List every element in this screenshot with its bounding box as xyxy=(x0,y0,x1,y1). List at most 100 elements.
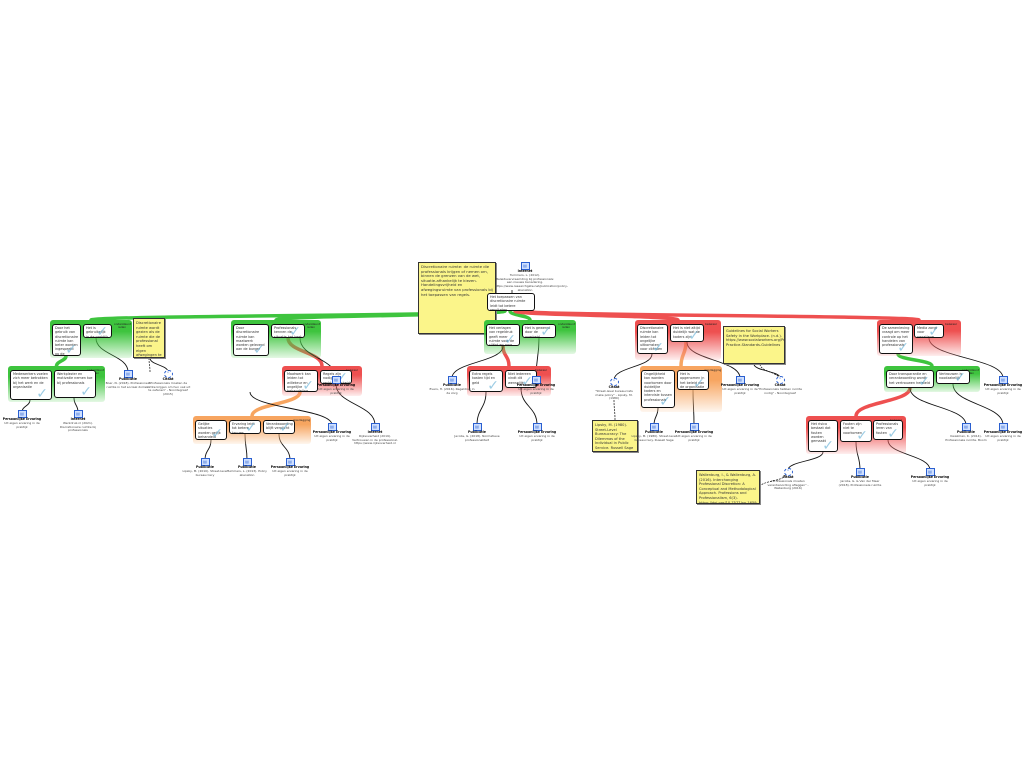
source-text: Uit eigen ervaring in de praktijk xyxy=(272,468,308,477)
main-claim[interactable]: Het toepassen van discretionaire ruimte … xyxy=(487,293,535,311)
quote-icon: " xyxy=(775,376,785,384)
claim-text: Ongelijkheid kan worden voorkomen door d… xyxy=(644,372,672,402)
claim-text: Werkplezier en motivatie nemen toe bij p… xyxy=(57,372,93,385)
claim-box[interactable]: Medewerkers voelen zich meer betrokken b… xyxy=(10,370,52,400)
group-tag: weerlegging xyxy=(293,418,311,422)
claim-box[interactable]: Het risico bestaat dat fouten worden gem… xyxy=(808,420,838,452)
claim-text: Verantwoording blijft verplicht xyxy=(266,422,293,431)
claim-box[interactable]: Fouten zijn niet te voorkomen✓ xyxy=(840,420,872,442)
claim-box[interactable]: Discretionaire ruimte kan leiden tot ong… xyxy=(637,324,668,354)
check-icon: ✓ xyxy=(856,428,868,442)
claim-box[interactable]: Door het gebruik van discretionaire ruim… xyxy=(52,324,81,356)
claim-box[interactable]: Professionals kennen de situatie het bes… xyxy=(271,324,305,338)
book-icon: ▤ xyxy=(855,468,865,476)
quote-icon: " xyxy=(163,370,173,378)
claim-box[interactable]: Door discretionaire ruimte kan maatwerk … xyxy=(233,324,269,356)
claim-box[interactable]: Het is gebruikelijk in de praktijk✓ xyxy=(83,324,112,338)
claim-text: Door transparantie en verantwoording wor… xyxy=(889,372,930,385)
claim-box[interactable]: Verantwoording blijft verplicht✓ xyxy=(263,420,295,434)
claim-box[interactable]: Maatwerk kan leiden tot willekeur en ong… xyxy=(284,370,318,392)
claim-box[interactable]: Media zorgt voor negatieve beeldvorming✓ xyxy=(914,324,944,338)
claim-text: Ervaring leidt tot betere keuzes xyxy=(232,422,255,434)
source-text: Uit eigen ervaring in de praktijk xyxy=(722,386,758,395)
source-type: Publicatie xyxy=(851,475,869,479)
claim-text: Door het gebruik van discretionaire ruim… xyxy=(55,326,79,356)
connector xyxy=(759,474,786,488)
claim-text: Professionals kennen de situatie het bes… xyxy=(274,326,302,338)
annotation-note: Lipsky, M. (1980). Street-Level Bureaucr… xyxy=(592,420,638,452)
claim-box[interactable]: Niet iedereen vindt dit wenselijk✓ xyxy=(505,370,537,388)
claim-box[interactable]: Het is niet altijd duidelijk wat de kade… xyxy=(670,324,704,342)
claim-text: Maatwerk kan leiden tot willekeur en ong… xyxy=(287,372,311,392)
claim-box[interactable]: Werkplezier en motivatie nemen toe bij p… xyxy=(54,370,96,398)
source-type: Publicatie xyxy=(645,430,663,434)
person-icon: ▤ xyxy=(998,423,1008,431)
person-icon: ▤ xyxy=(531,376,541,384)
claim-box[interactable]: Het is opgenomen in het beleid van de or… xyxy=(677,370,709,390)
evidence-source[interactable]: "Citaat"Professionals hebben ruimte nodi… xyxy=(757,376,803,395)
book-icon: ▤ xyxy=(123,370,133,378)
group-tag: ondersteunt reden xyxy=(558,322,576,330)
source-text: Tummers, L. (2013). Policy alienation xyxy=(227,468,267,477)
evidence-source[interactable]: "Citaat"Street-level bureaucrats make po… xyxy=(591,378,637,401)
globe-icon: ▤ xyxy=(370,423,380,431)
check-icon: ✓ xyxy=(302,378,314,392)
claim-box[interactable]: Extra regels kosten tijd en geld✓ xyxy=(469,370,503,392)
claim-box[interactable]: Ongelijkheid kan worden voorkomen door d… xyxy=(641,370,675,408)
source-type: Publicatie xyxy=(468,430,486,434)
claim-box[interactable]: Gelijke situaties worden gelijk behandel… xyxy=(195,420,227,440)
evidence-source[interactable]: "Citaat"Professionals moeten verantwoord… xyxy=(765,468,811,491)
claim-text: Door discretionaire ruimte kan maatwerk … xyxy=(236,326,265,352)
book-icon: ▤ xyxy=(649,423,659,431)
person-icon: ▤ xyxy=(925,468,935,476)
source-type: Persoonlijke Ervaring xyxy=(316,383,356,387)
source-text: Kwakman, K. (2014). Professionele ruimte… xyxy=(945,433,987,442)
claim-box[interactable]: Door transparantie en verantwoording wor… xyxy=(886,370,934,388)
group-tag: bezwaar xyxy=(346,368,358,372)
claim-box[interactable]: Professionals leren van fouten✓ xyxy=(873,420,903,440)
check-icon: ✓ xyxy=(897,340,909,354)
evidence-source[interactable]: "Citaat"Professionals moeten de ruimte k… xyxy=(145,370,191,397)
source-type: Persoonlijke Ervaring xyxy=(983,383,1023,387)
claim-box[interactable]: Het is gewenst door de overheid✓ xyxy=(522,324,556,338)
source-text: Uit eigen ervaring in de praktijk xyxy=(4,420,40,429)
claim-text: Vertrouwen is noodzakelijk xyxy=(939,372,963,381)
source-type: Persoonlijke Ervaring xyxy=(270,465,310,469)
claim-text: Het is gebruikelijk in de praktijk xyxy=(86,326,109,338)
claim-box[interactable]: Ervaring leidt tot betere keuzes✓ xyxy=(229,420,261,434)
check-icon: ✓ xyxy=(928,324,940,338)
person-icon: ▤ xyxy=(689,423,699,431)
note-top: Discretionaire ruimte: de ruimte die pro… xyxy=(418,262,496,334)
check-icon: ✓ xyxy=(96,324,108,338)
check-icon: ✓ xyxy=(279,420,291,434)
claim-box[interactable]: Vertrouwen is noodzakelijk✓ xyxy=(936,370,970,384)
source-text: Tummers, L. (2012). Beleidsvervreemding … xyxy=(495,272,568,292)
claim-box[interactable]: Het verlagen van regeldruk geeft meer ru… xyxy=(486,324,520,346)
source-type: Internet xyxy=(70,417,86,421)
claim-box[interactable]: De samenleving vraagt om meer controle o… xyxy=(879,324,913,354)
claim-text: Extra regels kosten tijd en geld xyxy=(472,372,496,385)
source-type: Citaat xyxy=(608,385,620,389)
